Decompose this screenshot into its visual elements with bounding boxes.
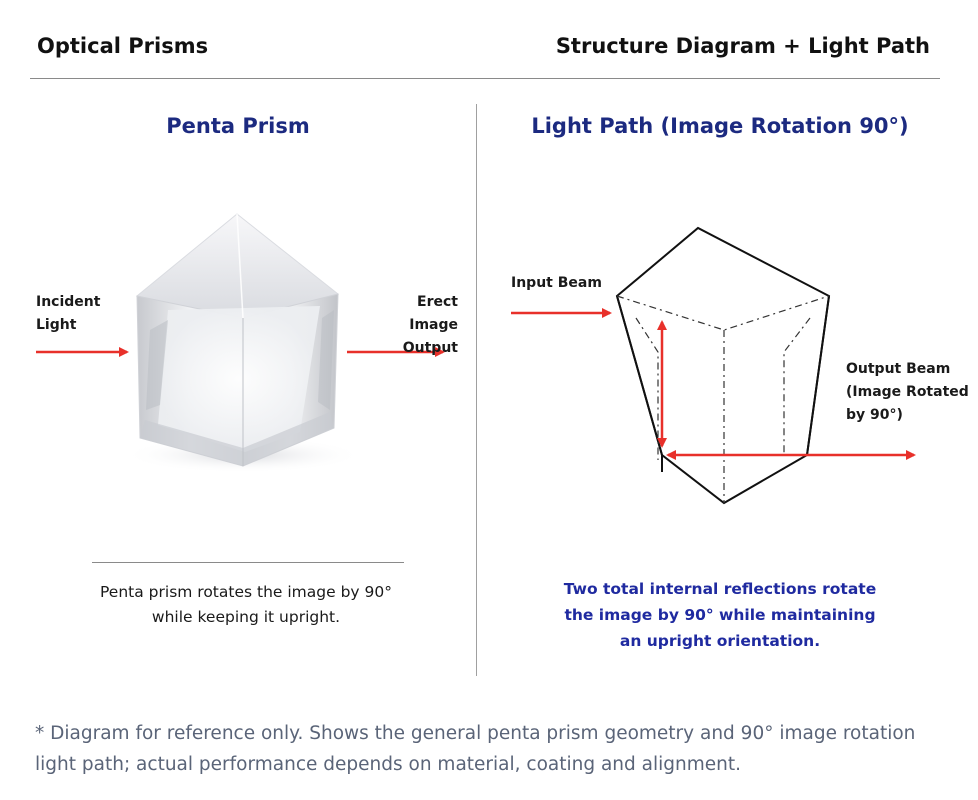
light-path-caption: Two total internal reflections rotate th… (563, 580, 877, 650)
output-beam-label: Output Beam (Image Rotated by 90°) (846, 361, 969, 423)
prism-hidden-edges (616, 295, 830, 503)
incident-light-label: Incident Light (36, 294, 101, 333)
header-divider (30, 78, 940, 79)
penta-prism-title: Penta Prism (166, 114, 310, 138)
penta-prism-render (123, 213, 363, 473)
page-subtitle: Structure Diagram + Light Path (555, 34, 930, 58)
penta-prism-outline (615, 226, 831, 505)
page-title: Optical Prisms (37, 34, 209, 58)
caption-divider (92, 562, 404, 563)
light-path (511, 308, 916, 460)
footnote: * Diagram for reference only. Shows the … (35, 723, 916, 775)
light-path-title: Light Path (Image Rotation 90°) (531, 114, 909, 138)
column-divider (476, 104, 477, 676)
penta-prism-caption: Penta prism rotates the image by 90° whi… (100, 583, 392, 626)
erect-image-output-label: Erect Image Output (402, 294, 458, 356)
input-beam-label: Input Beam (511, 275, 602, 291)
